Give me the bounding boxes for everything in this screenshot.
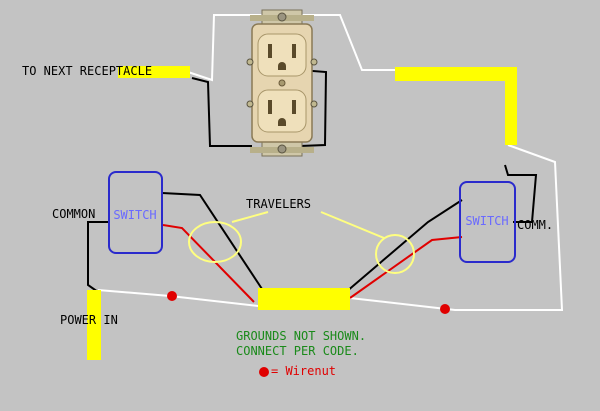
traveler-callout-left <box>188 221 242 263</box>
wirenut-right <box>440 304 450 314</box>
legend-wirenut-label: = Wirenut <box>271 364 337 378</box>
hot-wire-traveler-right <box>345 199 463 293</box>
red-traveler-right <box>349 236 463 299</box>
switch-left <box>108 171 163 254</box>
label-travelers: TRAVELERS <box>246 197 312 211</box>
wirenut-left <box>167 291 177 301</box>
duplex-receptacle <box>246 9 318 157</box>
label-common: COMMON <box>52 207 96 221</box>
conduit-top-right-vertical <box>505 67 517 145</box>
terminal-screw-left-bottom <box>246 100 254 108</box>
neutral-wires <box>97 14 564 311</box>
wirenut-legend-dot <box>259 367 269 377</box>
terminal-screw-right-top <box>310 58 318 66</box>
neutral-wire-right-return <box>349 144 564 311</box>
switch-right-label: SWITCH <box>465 214 508 228</box>
traveler-callout-right <box>375 234 415 274</box>
receptacle-center-screw <box>278 79 286 87</box>
hot-wires <box>87 69 538 293</box>
receptacle-ground-top <box>278 62 286 70</box>
note-grounds-line2: CONNECT PER CODE. <box>236 344 359 358</box>
neutral-wire-left-run <box>97 289 259 307</box>
receptacle-screw-top <box>277 12 287 22</box>
switch-right <box>459 181 516 263</box>
traveler-callouts <box>188 211 415 274</box>
traveler-wires <box>162 224 463 303</box>
conduit-top-right-horizontal <box>395 67 517 81</box>
red-traveler-left <box>162 224 255 303</box>
conduit-to-next-receptacle <box>118 66 190 78</box>
receptacle-slot-bottom-right <box>292 100 296 114</box>
receptacle-slot-top-right <box>292 44 296 58</box>
hot-wire-receptacle-loop <box>191 77 252 147</box>
wirenuts <box>167 291 450 377</box>
conduits <box>87 66 517 360</box>
traveler-leader-left <box>231 211 269 223</box>
hot-wire-traveler-left <box>161 192 265 293</box>
receptacle-ground-bottom <box>278 118 286 126</box>
traveler-leader-right <box>320 211 385 239</box>
hot-wire-common-feed <box>87 221 108 293</box>
conduit-power-in <box>87 290 101 360</box>
conduit-center-junction <box>258 288 350 310</box>
switch-left-box <box>108 171 163 254</box>
terminal-screw-right-bottom <box>310 100 318 108</box>
hot-wire-receptacle-right <box>299 69 328 147</box>
label-comm: COMM. <box>517 218 554 232</box>
hot-wire-comm-right <box>504 164 538 223</box>
receptacle-slot-bottom-left <box>268 100 272 114</box>
label-power-in: POWER IN <box>60 313 118 327</box>
label-to-next-receptacle: TO NEXT RECEPTACLE <box>22 64 153 78</box>
switch-left-label: SWITCH <box>113 208 156 222</box>
note-grounds-line1: GROUNDS NOT SHOWN. <box>236 329 367 343</box>
receptacle-slot-top-left <box>268 44 272 58</box>
terminal-screw-left-top <box>246 58 254 66</box>
switch-right-box <box>459 181 516 263</box>
receptacle-screw-bottom <box>277 144 287 154</box>
